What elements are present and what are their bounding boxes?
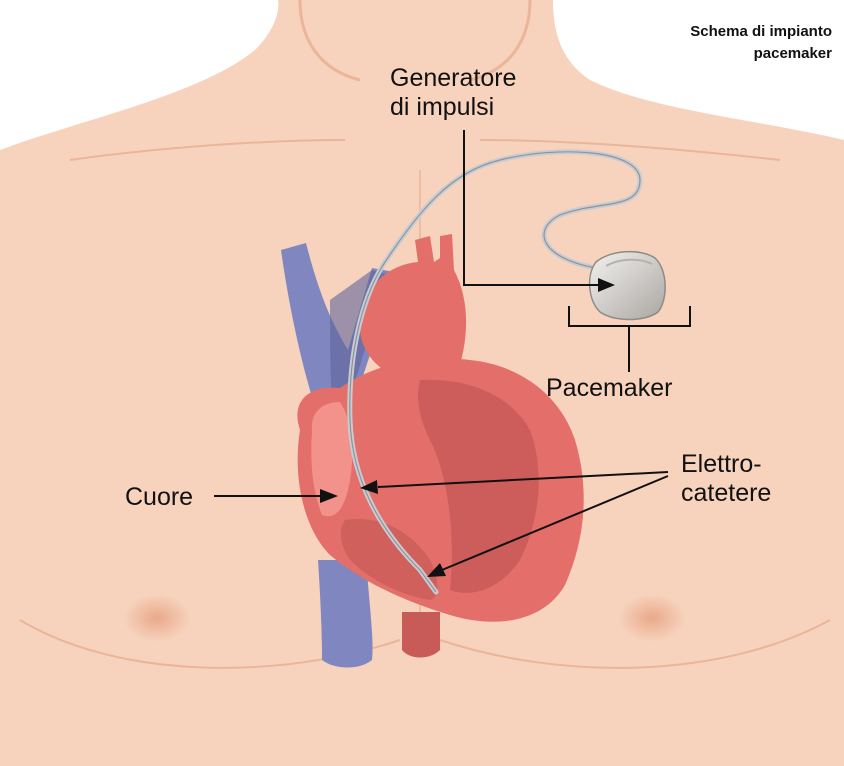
- pacemaker-label: Pacemaker: [546, 374, 672, 403]
- lead-label-line-1: Elettro-: [681, 450, 771, 479]
- diagram-title: Schema di impianto pacemaker: [690, 21, 832, 65]
- generator-label-line-2: di impulsi: [390, 93, 516, 122]
- nipple-left: [123, 594, 191, 642]
- title-line-1: Schema di impianto: [690, 21, 832, 43]
- generator-label-line-1: Generatore: [390, 64, 516, 93]
- lead-label-line-2: catetere: [681, 479, 771, 508]
- title-line-2: pacemaker: [690, 43, 832, 65]
- lead-label: Elettro- catetere: [681, 450, 771, 508]
- aorta-descending: [402, 612, 440, 658]
- generator-label: Generatore di impulsi: [390, 64, 516, 122]
- heart-label: Cuore: [125, 483, 193, 512]
- nipple-right: [618, 594, 686, 642]
